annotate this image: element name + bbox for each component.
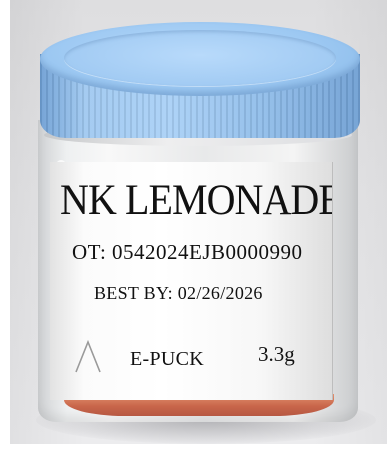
photo-background: NK LEMONADE OT: 0542024EJB0000990 BEST B… bbox=[10, 0, 387, 444]
product-label: NK LEMONADE OT: 0542024EJB0000990 BEST B… bbox=[50, 162, 333, 400]
lid-top-recess bbox=[64, 30, 336, 86]
warning-triangle-icon bbox=[75, 339, 101, 373]
product-form: E-PUCK bbox=[130, 348, 205, 370]
best-by-date: BEST BY: 02/26/2026 bbox=[94, 283, 263, 303]
lot-number: OT: 0542024EJB0000990 bbox=[72, 240, 303, 264]
product-weight: 3.3g bbox=[258, 342, 295, 366]
container-lid bbox=[40, 22, 360, 138]
lid-top bbox=[40, 22, 360, 96]
product-name: NK LEMONADE bbox=[60, 177, 333, 224]
